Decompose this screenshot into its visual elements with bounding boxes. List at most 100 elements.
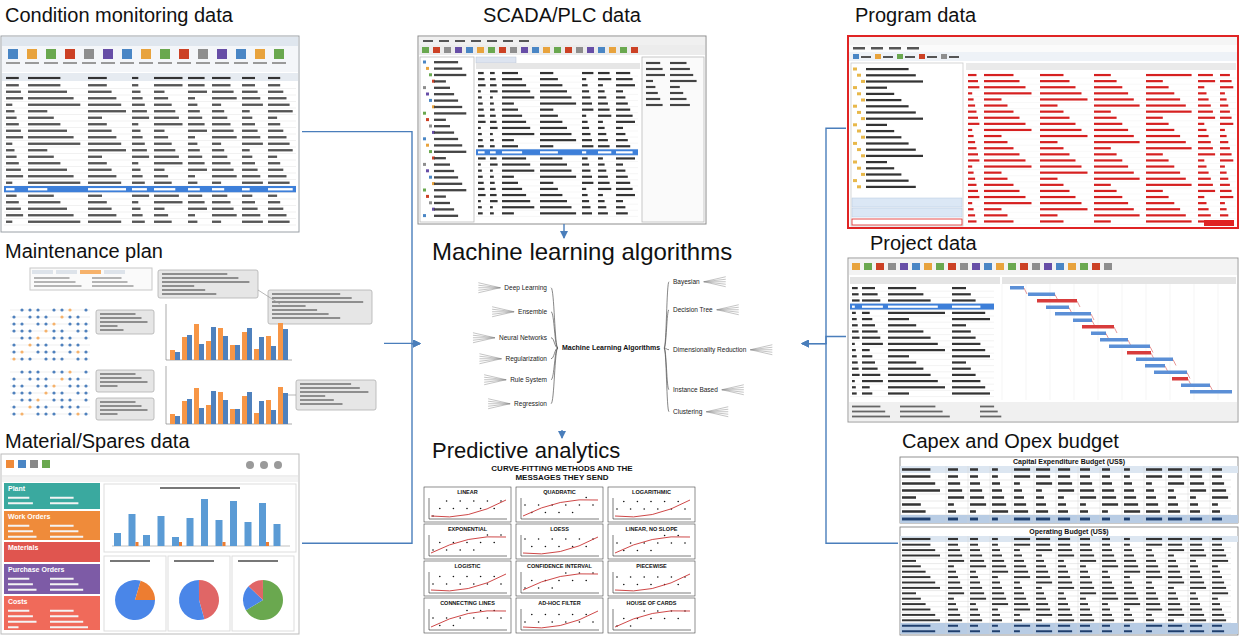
text-placeholder: [1040, 141, 1058, 143]
schedule-dot: [76, 350, 79, 353]
schedule-dot: [60, 405, 63, 408]
data-point: [657, 508, 659, 510]
toolbar-icon: [984, 263, 992, 270]
bar: [266, 400, 271, 424]
schedule-dot: [28, 398, 31, 401]
text-placeholder: [866, 118, 923, 120]
text-placeholder: [900, 406, 935, 408]
text-placeholder: [28, 97, 74, 99]
row-line: [476, 167, 638, 168]
text-placeholder: [968, 214, 975, 216]
text-placeholder: [1198, 214, 1211, 216]
text-placeholder: [984, 117, 1020, 119]
data-point: [657, 576, 659, 578]
text-placeholder: [478, 96, 482, 98]
text-placeholder: [616, 133, 625, 135]
pie-slice: [135, 581, 155, 600]
text-placeholder: [434, 99, 458, 101]
text-placeholder: [212, 123, 231, 125]
text-placeholder: [188, 169, 207, 171]
text-placeholder: [1040, 111, 1064, 113]
panel-heading: Predictive analytics: [432, 438, 622, 463]
text-placeholder: [866, 130, 894, 132]
schedule-dot: [84, 384, 87, 387]
text-placeholder: [1094, 80, 1117, 82]
text-placeholder: [540, 133, 572, 135]
folder-icon: [857, 111, 861, 114]
text-placeholder: [984, 135, 1002, 137]
dashboard-tile: [4, 596, 100, 630]
text-placeholder: [968, 202, 972, 204]
text-placeholder: [992, 503, 1006, 506]
bar: [274, 524, 281, 546]
text-placeholder: [616, 151, 633, 153]
toolbar-icon: [912, 263, 920, 270]
text-placeholder: [212, 149, 224, 151]
mindmap-label: Rule System: [509, 376, 548, 383]
plot-axis: [613, 630, 691, 631]
tree-icon: [426, 67, 429, 70]
text-placeholder: [242, 169, 258, 171]
text-placeholder: [238, 560, 278, 562]
bar: [206, 405, 211, 424]
tree-icon: [423, 163, 426, 166]
text-placeholder: [1094, 196, 1122, 198]
text-placeholder: [1080, 630, 1092, 632]
text-placeholder: [6, 214, 23, 216]
text-placeholder: [1146, 117, 1163, 119]
rule-line: [2, 476, 298, 477]
text-placeholder: [1198, 196, 1204, 198]
text-placeholder: [154, 156, 179, 158]
text-placeholder: [154, 195, 179, 197]
bar: [245, 522, 252, 546]
row-line: [900, 508, 1231, 509]
text-placeholder: [268, 221, 290, 223]
bar: [242, 396, 247, 424]
schedule-dot: [20, 336, 23, 339]
text-placeholder: [902, 482, 935, 485]
text-placeholder: [154, 182, 172, 184]
text-placeholder: [948, 538, 958, 540]
text-placeholder: [132, 214, 143, 216]
text-placeholder: [598, 200, 605, 202]
schedule-dot: [44, 377, 47, 380]
text-placeholder: [948, 619, 962, 621]
text-placeholder: [1036, 619, 1042, 621]
text-placeholder: [582, 102, 592, 104]
text-placeholder: [6, 221, 12, 223]
text-placeholder: [1124, 510, 1140, 513]
gantt-bar: [1073, 319, 1092, 323]
text-placeholder: [992, 603, 1008, 605]
text-placeholder: [242, 188, 250, 190]
row-line: [4, 205, 296, 206]
toolbar-icon: [236, 49, 246, 59]
text-placeholder: [1168, 549, 1184, 551]
panel-node: Condition monitoring data: [0, 4, 302, 236]
text-placeholder: [1040, 153, 1070, 155]
text-placeholder: [1146, 147, 1192, 149]
text-placeholder: [902, 565, 921, 567]
schedule-dot: [20, 350, 23, 353]
text-placeholder: [866, 87, 887, 89]
text-placeholder: [28, 117, 54, 119]
text-placeholder: [582, 194, 588, 196]
text-placeholder: [242, 84, 255, 86]
text-placeholder: [1094, 165, 1128, 167]
text-placeholder: [905, 56, 915, 58]
bar: [211, 327, 216, 360]
plot-axis: [521, 519, 599, 520]
row-line: [476, 204, 638, 205]
fit-curve: [431, 611, 506, 627]
text-placeholder: [478, 127, 481, 129]
schedule-dot: [44, 412, 47, 415]
row-line: [966, 218, 1236, 219]
bar: [259, 503, 266, 546]
text-placeholder: [902, 503, 921, 506]
text-placeholder: [478, 157, 486, 159]
text-placeholder: [490, 212, 494, 214]
schedule-dot: [60, 370, 63, 373]
schedule-dot: [36, 412, 39, 415]
tree-icon: [429, 73, 432, 76]
text-placeholder: [1036, 549, 1052, 551]
budget-table: [900, 457, 1238, 635]
